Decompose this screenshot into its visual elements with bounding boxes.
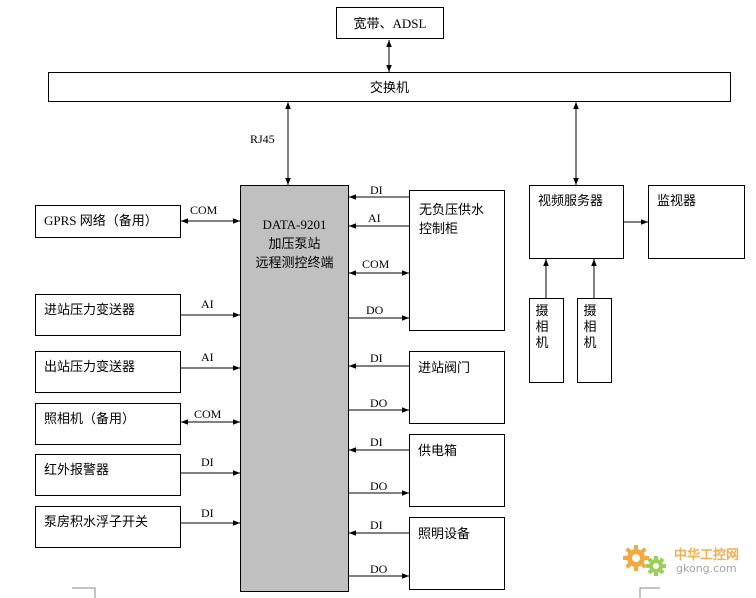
broadband-box: 宽带、ADSL <box>336 7 444 39</box>
gear-logo-icon <box>623 545 666 576</box>
watermark-url: gkong.com <box>676 562 737 575</box>
corner-mark-left <box>72 587 96 598</box>
cabinet-box: 无负压供水 控制柜 <box>409 190 505 331</box>
gkong-watermark: 中华工控网 gkong.com <box>620 540 750 580</box>
watermark-title: 中华工控网 <box>674 548 740 563</box>
outlet-pressure-label: 出站压力变送器 <box>44 359 136 374</box>
infrared-alarm-label: 红外报警器 <box>44 462 110 477</box>
signal-cabinet-ai: AI <box>368 211 381 225</box>
monitor-label: 监视器 <box>657 193 697 208</box>
signal-cabinet-do: DO <box>366 303 384 317</box>
inlet-pressure-box: 进站压力变送器 <box>35 294 181 336</box>
broadband-label: 宽带、ADSL <box>353 15 427 31</box>
signal-valve-do: DO <box>370 396 388 410</box>
corner-mark-right <box>639 587 660 598</box>
camera-2-label: 摄相机 <box>583 303 597 350</box>
video-server-label: 视频服务器 <box>538 193 604 208</box>
power-box-label: 供电箱 <box>418 443 458 458</box>
gprs-label: GPRS 网络（备用） <box>44 213 158 228</box>
signal-inlet-pressure: AI <box>201 297 214 311</box>
float-switch-label: 泵房积水浮子开关 <box>44 514 149 529</box>
camera-backup-box: 照相机（备用） <box>35 403 181 445</box>
signal-cabinet-com: COM <box>362 257 390 271</box>
gprs-box: GPRS 网络（备用） <box>35 205 181 238</box>
signal-float: DI <box>201 506 214 520</box>
signal-infrared: DI <box>201 455 214 469</box>
power-box: 供电箱 <box>409 434 505 507</box>
signal-outlet-pressure: AI <box>201 350 214 364</box>
rtu-box: DATA-9201 加压泵站 远程测控终端 <box>240 185 349 592</box>
monitor-box: 监视器 <box>648 185 745 259</box>
signal-power-di: DI <box>370 435 383 449</box>
signal-cabinet-di: DI <box>370 183 383 197</box>
lighting-box: 照明设备 <box>409 517 505 590</box>
rtu-station: 加压泵站 <box>268 236 321 251</box>
switch-label: 交换机 <box>369 79 409 95</box>
infrared-alarm-box: 红外报警器 <box>35 454 181 496</box>
cabinet-label-1: 无负压供水 <box>419 202 485 217</box>
inlet-pressure-label: 进站压力变送器 <box>44 302 136 317</box>
video-server-box: 视频服务器 <box>529 185 624 259</box>
signal-light-do: DO <box>370 562 388 576</box>
cabinet-label-2: 控制柜 <box>419 221 459 236</box>
signal-camera-backup: COM <box>194 407 222 421</box>
outlet-pressure-box: 出站压力变送器 <box>35 351 181 393</box>
inlet-valve-label: 进站阀门 <box>418 360 471 375</box>
signal-power-do: DO <box>370 479 388 493</box>
rtu-model: DATA-9201 <box>262 217 327 232</box>
rj45-label: RJ45 <box>250 132 275 146</box>
lighting-label: 照明设备 <box>418 526 471 541</box>
switch-bar: 交换机 <box>48 72 731 102</box>
float-switch-box: 泵房积水浮子开关 <box>35 506 181 548</box>
camera-1-box: 摄相机 <box>529 298 564 383</box>
camera-2-box: 摄相机 <box>577 298 612 383</box>
rtu-desc: 远程测控终端 <box>255 255 334 270</box>
camera-1-label: 摄相机 <box>535 303 549 350</box>
signal-valve-di: DI <box>370 351 383 365</box>
camera-backup-label: 照相机（备用） <box>44 411 136 426</box>
signal-light-di: DI <box>370 518 383 532</box>
inlet-valve-box: 进站阀门 <box>409 351 505 424</box>
signal-gprs: COM <box>190 203 218 217</box>
